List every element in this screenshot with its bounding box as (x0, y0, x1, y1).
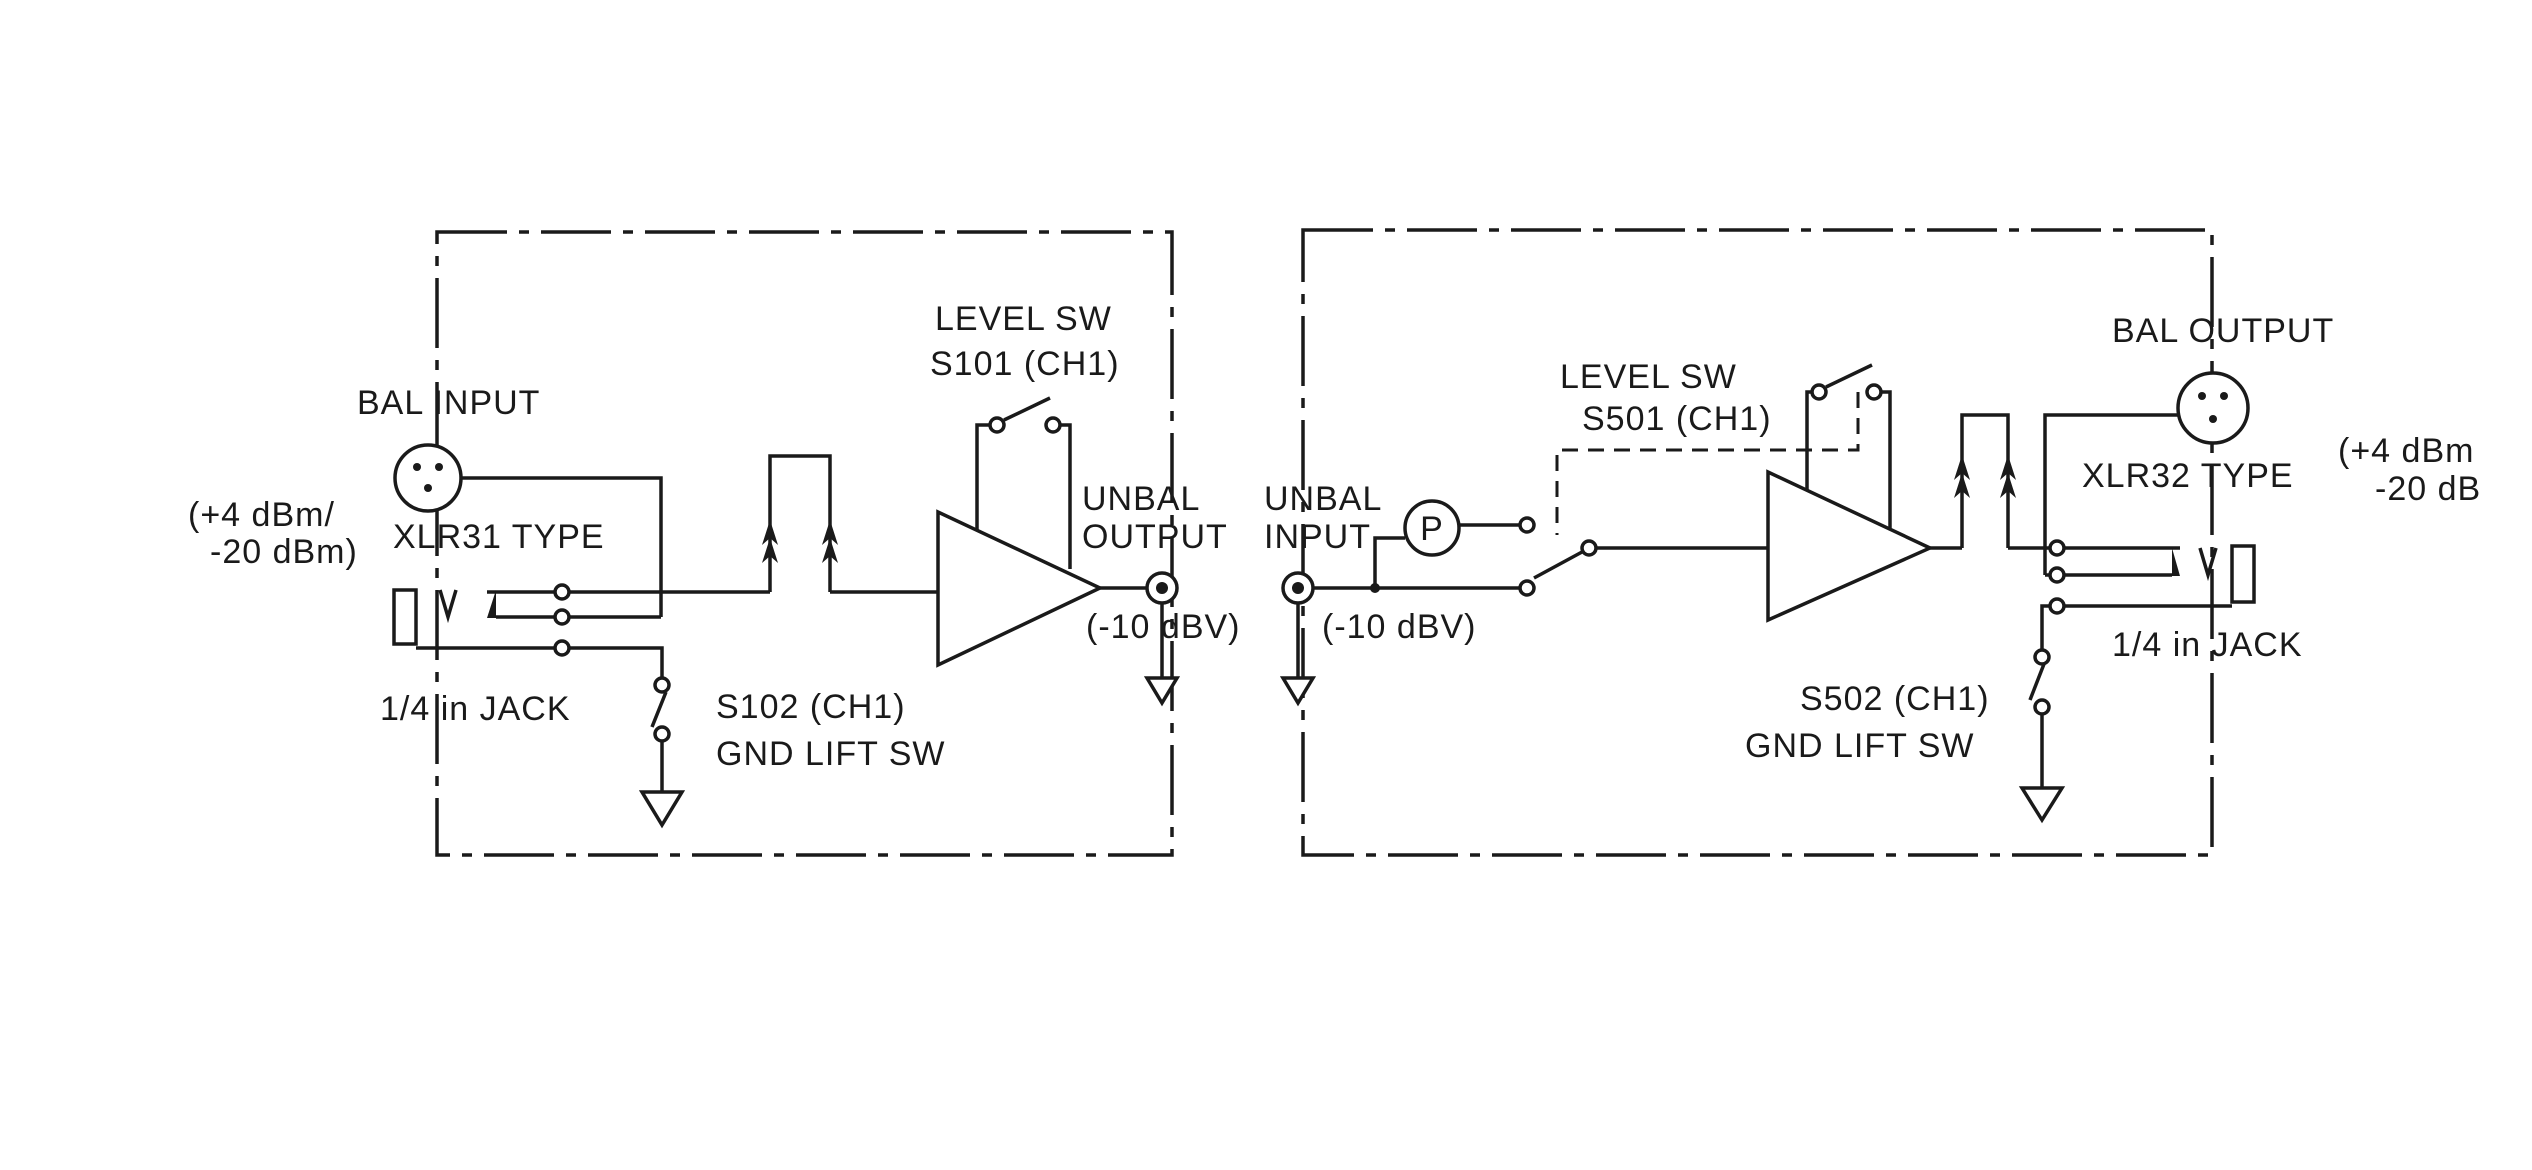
gnd-sw-s102-line1: S102 (CH1) (716, 688, 906, 726)
level-sw-s501-line2: S501 (CH1) (1582, 400, 1772, 438)
level-switch-s501-icon (1555, 363, 1892, 535)
gnd-sw-s102-line2: GND LIFT SW (716, 735, 946, 773)
output-test-point-icon (1954, 413, 2016, 548)
bal-input-label: BAL INPUT (357, 384, 540, 422)
unbal-input-line1: UNBAL (1264, 480, 1382, 518)
xlr31-label: XLR31 TYPE (393, 518, 605, 556)
right-jack-label: 1/4 in JACK (2112, 626, 2303, 664)
level-sw-s101-line1: LEVEL SW (935, 300, 1112, 338)
right-amplifier-icon (1766, 469, 1935, 623)
unbal-input-level: (-10 dBV) (1322, 608, 1477, 646)
bal-output-label: BAL OUTPUT (2112, 312, 2334, 350)
unbal-output-level: (-10 dBV) (1086, 608, 1241, 646)
left-level-line1: (+4 dBm/ (188, 496, 335, 534)
quarter-inch-jack-icon (392, 583, 571, 657)
right-unit: P (1279, 228, 2256, 857)
gnd-sw-s502-line1: S502 (CH1) (1800, 680, 1990, 718)
phantom-power-icon (1403, 499, 1461, 557)
right-level-line1: (+4 dBm (2338, 432, 2474, 470)
gnd-sw-s502-line2: GND LIFT SW (1745, 727, 1975, 765)
right-unit-enclosure (1301, 228, 2214, 857)
xlr-input-connector-icon (393, 443, 463, 513)
unbal-input-jack-icon (1281, 571, 1315, 605)
xlr-output-connector-icon (2176, 371, 2250, 445)
left-amplifier-icon (936, 509, 1105, 668)
unbal-output-line1: UNBAL (1082, 480, 1200, 518)
test-point-connector-icon (762, 454, 838, 592)
gnd-lift-switch-s102-icon (569, 646, 686, 829)
level-switch-s101-icon (975, 396, 1072, 569)
left-unit (392, 230, 1181, 857)
right-level-line2: -20 dB (2375, 470, 2481, 508)
left-jack-label: 1/4 in JACK (380, 690, 571, 728)
gnd-lift-switch-s502-icon (2018, 604, 2066, 824)
unbal-input-line2: INPUT (1264, 518, 1371, 556)
left-level-line2: -20 dBm) (210, 533, 358, 571)
unbal-output-jack-icon (1145, 571, 1179, 605)
phantom-symbol: P (1420, 510, 1444, 548)
unbal-output-line2: OUTPUT (1082, 518, 1228, 556)
output-quarter-inch-jack-icon (2045, 539, 2256, 615)
input-selector-switch-icon (1533, 539, 1598, 580)
level-sw-s501-line1: LEVEL SW (1560, 358, 1737, 396)
xlr32-label: XLR32 TYPE (2082, 457, 2294, 495)
level-sw-s101-line2: S101 (CH1) (930, 345, 1120, 383)
